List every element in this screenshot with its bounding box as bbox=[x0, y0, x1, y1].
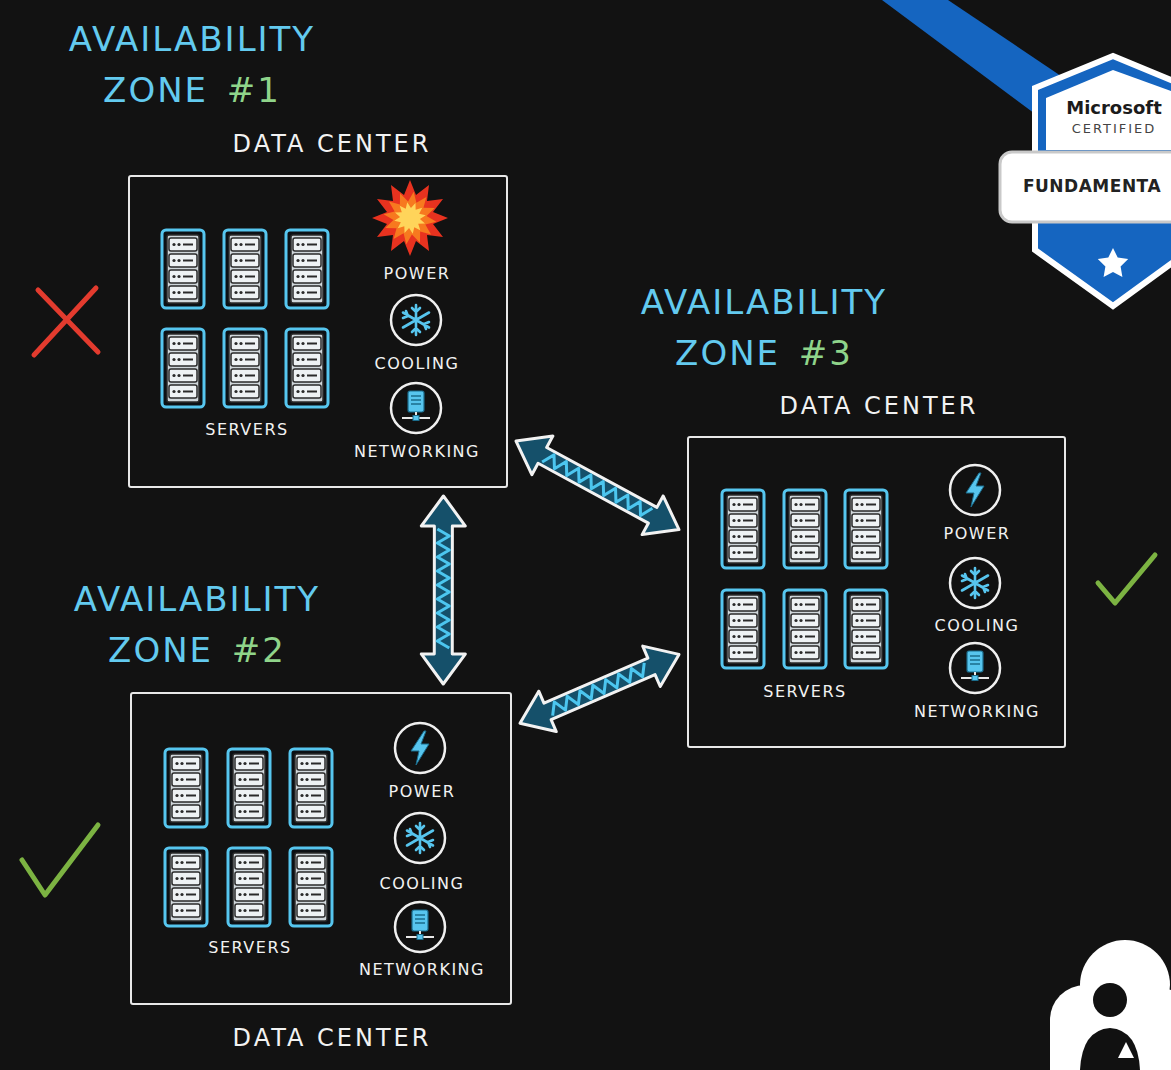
connector-group bbox=[520, 646, 679, 731]
badge-panel bbox=[1046, 70, 1171, 150]
box-heading: DATA CENTER bbox=[780, 392, 979, 421]
failure-cross bbox=[34, 288, 98, 355]
zone-number: #2 bbox=[232, 630, 286, 670]
double-arrow bbox=[421, 496, 465, 684]
badge-band bbox=[882, 0, 1171, 215]
power-failure-burst bbox=[372, 180, 448, 256]
zone-heading: AVAILABILITY ZONE#1 bbox=[42, 14, 342, 116]
server-rack bbox=[722, 590, 764, 668]
server-rack bbox=[228, 848, 270, 926]
server-rack bbox=[722, 490, 764, 568]
zone-heading: AVAILABILITY ZONE#2 bbox=[47, 574, 347, 676]
server-rack bbox=[224, 230, 266, 308]
component-label: SERVERS bbox=[205, 420, 288, 439]
component-label: POWER bbox=[389, 782, 456, 801]
component-label: NETWORKING bbox=[914, 702, 1040, 721]
server-racks bbox=[162, 230, 887, 926]
networking-icon bbox=[395, 902, 445, 952]
data-center-box: AVAILABILITY ZONE#1DATA CENTERSERVERSPOW… bbox=[128, 175, 508, 488]
server-rack bbox=[162, 230, 204, 308]
server-rack bbox=[224, 329, 266, 407]
networking-icon bbox=[391, 383, 441, 433]
box-heading: DATA CENTER bbox=[233, 1024, 432, 1053]
component-label: NETWORKING bbox=[354, 442, 480, 461]
cooling-icon bbox=[950, 558, 1000, 608]
badge-star bbox=[1098, 248, 1128, 277]
component-label: COOLING bbox=[380, 874, 465, 893]
server-rack bbox=[286, 230, 328, 308]
power-icon bbox=[950, 465, 1000, 515]
arrow-scribble bbox=[553, 663, 645, 716]
networking-icon bbox=[950, 643, 1000, 693]
zone-heading: AVAILABILITY ZONE#3 bbox=[614, 277, 914, 379]
cooling-icon bbox=[395, 813, 445, 863]
badge-ribbon bbox=[1000, 152, 1171, 222]
arrow-scribble bbox=[542, 455, 652, 516]
component-label: POWER bbox=[384, 264, 451, 283]
component-label: NETWORKING bbox=[359, 960, 485, 979]
data-center-box: AVAILABILITY ZONE#2DATA CENTERSERVERSPOW… bbox=[130, 692, 512, 1005]
double-arrow bbox=[520, 646, 679, 731]
server-rack bbox=[845, 490, 887, 568]
ok-check bbox=[22, 825, 98, 895]
component-label: COOLING bbox=[375, 354, 460, 373]
component-label: SERVERS bbox=[208, 938, 291, 957]
component-label: POWER bbox=[944, 524, 1011, 543]
box-heading: DATA CENTER bbox=[233, 130, 432, 159]
server-rack bbox=[165, 848, 207, 926]
power-icon bbox=[395, 723, 445, 773]
ok-check bbox=[1098, 555, 1155, 603]
connector-group bbox=[421, 496, 465, 684]
zone-number: #1 bbox=[227, 70, 281, 110]
server-rack bbox=[290, 749, 332, 827]
zone-number: #3 bbox=[799, 333, 853, 373]
arrow-scribble bbox=[437, 529, 449, 648]
facility-icons bbox=[372, 180, 1000, 952]
server-rack bbox=[784, 490, 826, 568]
component-label: COOLING bbox=[935, 616, 1020, 635]
server-rack bbox=[228, 749, 270, 827]
connector-group bbox=[516, 436, 679, 535]
data-center-box: AVAILABILITY ZONE#3DATA CENTERSERVERSPOW… bbox=[687, 436, 1066, 748]
badge-brand: Microsoft bbox=[1066, 97, 1162, 119]
cooling-icon bbox=[391, 295, 441, 345]
badge-subtitle: CERTIFIED bbox=[1072, 121, 1157, 137]
double-arrow bbox=[516, 436, 679, 535]
server-rack bbox=[165, 749, 207, 827]
server-rack bbox=[845, 590, 887, 668]
server-rack bbox=[162, 329, 204, 407]
server-rack bbox=[784, 590, 826, 668]
cloud-avatar bbox=[1050, 940, 1171, 1070]
server-rack bbox=[286, 329, 328, 407]
component-label: SERVERS bbox=[763, 682, 846, 701]
server-rack bbox=[290, 848, 332, 926]
badge-level: FUNDAMENTA bbox=[1023, 176, 1161, 196]
